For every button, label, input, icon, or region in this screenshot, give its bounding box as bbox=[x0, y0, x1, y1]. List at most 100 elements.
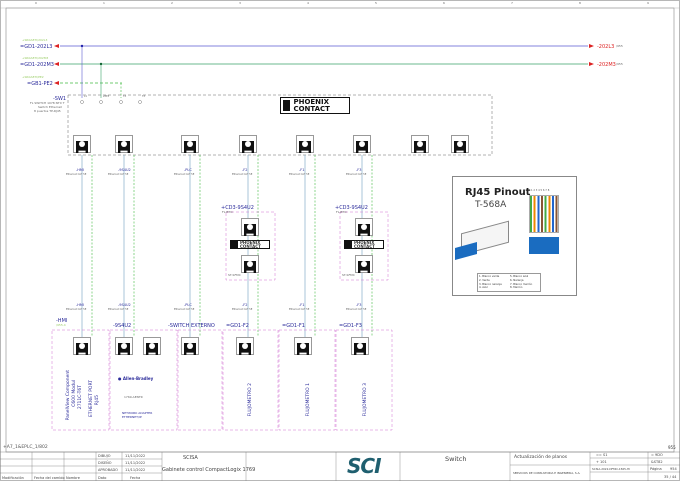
cable-desc: Ethernet CAT 5E bbox=[232, 173, 253, 176]
cable-tag: -F3 bbox=[356, 303, 362, 307]
tb-header: Fecha bbox=[130, 476, 141, 480]
tb-ref: 954 bbox=[670, 467, 677, 471]
ruler-number: 4 bbox=[307, 1, 309, 5]
bus-tag: +SR0A8TI/202L3 bbox=[22, 38, 48, 42]
ruler-number: 9 bbox=[647, 1, 649, 5]
device-port-icon bbox=[73, 337, 91, 355]
device-text: PanelView Component bbox=[66, 370, 71, 421]
rj45-title: RJ45 Pinout bbox=[465, 187, 531, 198]
cable-desc: Ethernet CAT 5E bbox=[289, 173, 310, 176]
rj45-cable-front bbox=[529, 237, 559, 254]
bus-label: =GD1-202M3 bbox=[20, 62, 54, 68]
switch-desc: Switch Ethernet bbox=[38, 105, 62, 109]
tb-ref: &ST82 bbox=[651, 460, 663, 464]
converter-port-icon bbox=[241, 255, 259, 273]
revision-note: Actualización de planos bbox=[514, 455, 568, 460]
switch-port-icon bbox=[296, 135, 314, 153]
device-tag: -HMI bbox=[56, 318, 68, 324]
terminal-label: TX bbox=[142, 95, 146, 98]
tb-ref: + 101 bbox=[596, 460, 607, 464]
switch-port-icon bbox=[73, 135, 91, 153]
client-name: SCISA bbox=[183, 455, 198, 461]
bus-right-label: -202L3 bbox=[597, 44, 615, 50]
tb-header: Modificación bbox=[2, 476, 24, 480]
sheet-title: Switch bbox=[445, 455, 467, 463]
switch-port-icon bbox=[239, 135, 257, 153]
device-port-icon bbox=[294, 337, 312, 355]
cable-desc: Ethernet CAT 5E bbox=[174, 173, 195, 176]
ruler-number: 8 bbox=[579, 1, 581, 5]
converter-port-icon bbox=[355, 255, 373, 273]
cable-desc: Ethernet CAT 5E bbox=[346, 173, 367, 176]
drawing-code: SCISA-2022-DFMO-1565-HI bbox=[592, 467, 630, 471]
cable-desc: Ethernet CAT 5E bbox=[108, 173, 129, 176]
tb-header: Fecha del cambio bbox=[34, 476, 65, 480]
allen-bradley-logo: ● Allen-Bradley bbox=[118, 376, 154, 381]
converter-foot: ST-SFMC bbox=[342, 273, 355, 277]
tb-header: Dato bbox=[98, 476, 107, 480]
cable-tag: -F1 bbox=[299, 303, 305, 307]
switch-port-icon bbox=[181, 135, 199, 153]
terminal-label: TX bbox=[123, 95, 127, 98]
converter-port-icon bbox=[355, 218, 373, 236]
device-port-icon bbox=[351, 337, 369, 355]
switch-port-icon bbox=[115, 135, 133, 153]
device-port-icon bbox=[236, 337, 254, 355]
cable-tag: -9S4U2 bbox=[118, 303, 131, 307]
device-text: FLUJOMETRO 3 bbox=[363, 383, 368, 417]
device-tag: -9S4U2 bbox=[113, 323, 132, 329]
cable-tag: -F2 bbox=[242, 168, 248, 172]
device-text: RJ45 bbox=[95, 395, 100, 406]
cable-tag: -HMI bbox=[76, 168, 84, 172]
converter-port-icon bbox=[241, 218, 259, 236]
tb-field: DISEÑO bbox=[98, 461, 112, 465]
device-text: ETHERNET PORT bbox=[89, 380, 94, 418]
tb-field: DIBUJO bbox=[98, 454, 111, 458]
converter-sub: FL-BTO bbox=[336, 210, 347, 214]
ruler-number: 0 bbox=[35, 1, 37, 5]
bus-tag: +SR0A8TI/PE2 bbox=[22, 75, 44, 79]
company-name: SERVICIOS DE CONSULTORIA E INGENIERIA, S… bbox=[513, 471, 581, 475]
bus-ref: /955 bbox=[616, 44, 623, 48]
ruler-number: 5 bbox=[375, 1, 377, 5]
terminal bbox=[138, 100, 142, 104]
tb-ref: == S1 bbox=[596, 453, 608, 457]
switch-tag: -SW1 bbox=[53, 96, 67, 102]
cable-tag: -F1 bbox=[299, 168, 305, 172]
rj45-pins: 1 2 3 4 5 6 7 8 bbox=[531, 189, 550, 192]
tb-ref: 35 / 44 bbox=[664, 475, 677, 479]
rj45-connector-front bbox=[529, 195, 559, 233]
switch-box bbox=[67, 94, 493, 156]
switch-port-icon bbox=[411, 135, 429, 153]
converter-tag: +CD3-9S4U2 bbox=[221, 205, 254, 211]
device-port-icon bbox=[143, 337, 161, 355]
device-text: ETHERNET/IP bbox=[122, 415, 142, 419]
company-logo: SCI bbox=[347, 454, 382, 478]
terminal bbox=[119, 100, 123, 104]
device-ref: /955.4 bbox=[56, 323, 66, 327]
rj45-subtitle: T-568A bbox=[475, 200, 507, 210]
cable-tag: -9S4U2 bbox=[118, 168, 131, 172]
cable-desc: Ethernet CAT 5E bbox=[289, 308, 310, 311]
bus-label: =GB1-PE2 bbox=[27, 81, 53, 87]
tb-field: APROBADO bbox=[98, 468, 118, 472]
bus-label: =GD1-202L3 bbox=[20, 44, 53, 50]
cable-desc: Ethernet CAT 5E bbox=[174, 308, 195, 311]
tb-header: Nombre bbox=[66, 476, 80, 480]
cable-tag: -HMI bbox=[76, 303, 84, 307]
device-tag: =GD1-F2 bbox=[226, 323, 249, 329]
device-tag: -SWITCH EXTERNO bbox=[168, 323, 215, 329]
tb-field: 11/11/2022 bbox=[125, 468, 146, 472]
cable-desc: Ethernet CAT 5E bbox=[66, 308, 87, 311]
converter-foot: ST-SFMC bbox=[228, 273, 241, 277]
device-port-icon bbox=[115, 337, 133, 355]
switch-desc: 8 puertos TP-RJ45 bbox=[34, 109, 61, 113]
tb-ref: Página bbox=[650, 467, 662, 471]
phoenix-contact-logo: PHOENIX CONTACT bbox=[280, 97, 350, 114]
terminal-label: L1 bbox=[84, 95, 87, 98]
converter-sub: FL-BTO bbox=[222, 210, 233, 214]
terminal bbox=[80, 100, 84, 104]
switch-port-icon bbox=[451, 135, 469, 153]
